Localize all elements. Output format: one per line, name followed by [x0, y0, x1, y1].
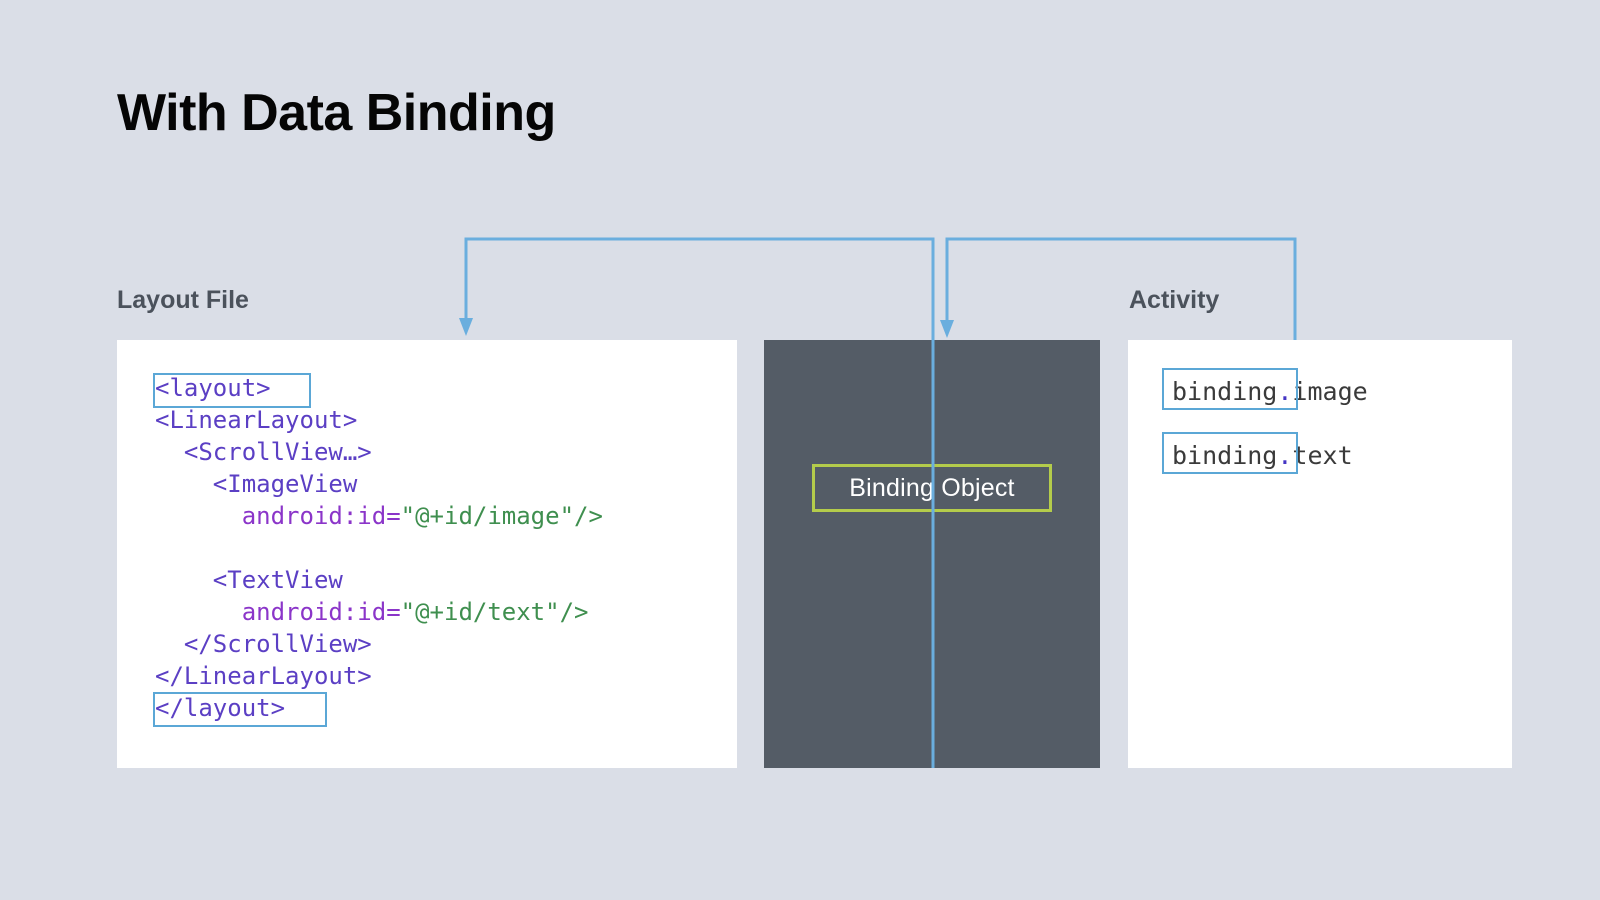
- line-scrollview-open: <ScrollView…>: [155, 436, 603, 468]
- expression-suffix: text: [1292, 441, 1353, 470]
- expression-dot: .: [1277, 441, 1293, 470]
- code-token: <ImageView: [155, 470, 358, 498]
- arrowhead-to-layout-icon: [459, 318, 473, 336]
- connector-activity-to-binding-path: [945, 237, 1297, 340]
- line-textview-id: android:id="@+id/text"/>: [155, 596, 603, 628]
- activity-caption: Activity: [1129, 286, 1220, 314]
- code-token: "@+id/image"/>: [400, 502, 603, 530]
- expression-prefix: binding: [1172, 441, 1278, 470]
- line-scrollview-close: </ScrollView>: [155, 628, 603, 660]
- line-linearlayout-close: </LinearLayout>: [155, 660, 603, 692]
- line-textview-open: <TextView: [155, 564, 603, 596]
- arrowhead-to-binding-icon: [940, 320, 954, 338]
- code-token: <ScrollView…>: [155, 438, 372, 466]
- expression-prefix: binding: [1172, 377, 1278, 406]
- code-token: [155, 534, 169, 562]
- line-linearlayout-open: <LinearLayout>: [155, 404, 603, 436]
- code-token: <layout>: [155, 374, 271, 402]
- expression-dot: .: [1277, 377, 1293, 406]
- binding-object-pill: Binding Object: [812, 464, 1052, 512]
- code-token: </LinearLayout>: [155, 662, 372, 690]
- activity-card: [1128, 340, 1512, 768]
- line-layout-close: </layout>: [155, 692, 603, 724]
- layout-file-caption: Layout File: [117, 286, 249, 314]
- code-token: android:id=: [155, 502, 401, 530]
- line-layout-open: <layout>: [155, 372, 603, 404]
- layout-file-card: <layout> <LinearLayout> <ScrollView…> <Im…: [117, 340, 737, 768]
- code-token: <LinearLayout>: [155, 406, 358, 434]
- layout-xml-code: <layout> <LinearLayout> <ScrollView…> <Im…: [155, 372, 603, 724]
- expression-binding-text: binding.text: [1172, 441, 1353, 470]
- line-blank: [155, 532, 603, 564]
- code-token: </ScrollView>: [155, 630, 372, 658]
- line-imageview-open: <ImageView: [155, 468, 603, 500]
- binding-object-label: Binding Object: [849, 473, 1015, 502]
- line-imageview-id: android:id="@+id/image"/>: [155, 500, 603, 532]
- expression-suffix: image: [1292, 377, 1368, 406]
- expression-binding-image: binding.image: [1172, 377, 1368, 406]
- code-token: <TextView: [155, 566, 343, 594]
- code-token: android:id=: [155, 598, 401, 626]
- code-token: "@+id/text"/>: [400, 598, 589, 626]
- code-token: </layout>: [155, 694, 286, 722]
- binding-object-card: [764, 340, 1100, 768]
- page-title: With Data Binding: [117, 84, 556, 142]
